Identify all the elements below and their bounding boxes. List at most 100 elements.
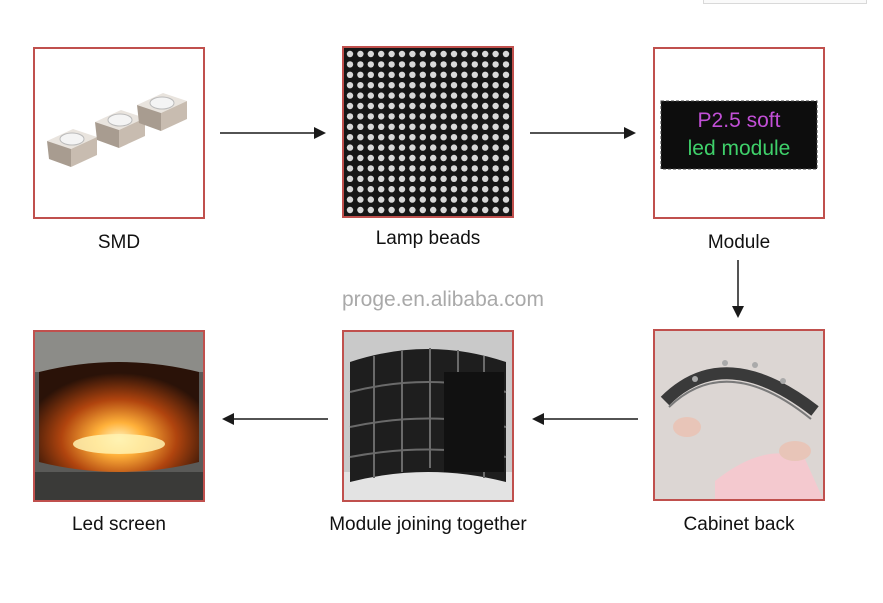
lamp-bead <box>409 123 416 130</box>
lamp-bead <box>419 71 426 78</box>
lamp-bead <box>471 92 478 99</box>
lamp-bead <box>346 154 354 162</box>
lamp-bead <box>398 82 406 89</box>
arrow-right-1 <box>220 127 326 139</box>
lamp-bead <box>398 92 406 99</box>
lamp-bead <box>398 71 406 78</box>
lamp-bead <box>409 61 416 68</box>
lamp-bead <box>492 71 499 78</box>
lamp-bead <box>461 154 468 162</box>
lamp-bead <box>450 61 458 68</box>
lamp-bead <box>430 82 437 89</box>
lamp-bead <box>398 123 406 130</box>
lamp-bead <box>450 186 458 193</box>
lamp-bead <box>419 50 426 58</box>
lamp-bead <box>492 134 499 141</box>
lamp-bead <box>357 196 364 203</box>
lamp-bead <box>430 123 437 130</box>
lamp-bead <box>502 71 510 78</box>
lamp-bead <box>367 175 374 182</box>
lamp-bead <box>492 186 499 193</box>
lamp-bead <box>367 82 374 89</box>
lamp-beads-grid <box>344 48 512 216</box>
lamp-bead <box>378 92 385 99</box>
lamp-bead <box>430 102 437 110</box>
lamp-bead <box>430 71 437 78</box>
lamp-bead <box>492 144 499 151</box>
lamp-bead <box>502 102 510 110</box>
lamp-bead <box>502 61 510 68</box>
lamp-bead <box>440 71 447 78</box>
lamp-bead <box>440 82 447 89</box>
lamp-bead <box>471 206 478 214</box>
lamp-bead <box>492 50 499 58</box>
lamp-bead <box>367 102 374 110</box>
lamp-bead <box>440 206 447 214</box>
lamp-bead <box>482 206 489 214</box>
lamp-bead <box>482 165 489 172</box>
lamp-bead <box>419 154 426 162</box>
lamp-bead <box>367 50 374 58</box>
lamp-bead <box>388 186 395 193</box>
lamp-bead <box>450 102 458 110</box>
lamp-bead <box>450 50 458 58</box>
smd-chip-3 <box>137 93 187 131</box>
label-led-screen: Led screen <box>71 514 166 535</box>
lamp-bead <box>398 196 406 203</box>
lamp-bead <box>357 175 364 182</box>
lamp-bead <box>440 102 447 110</box>
lamp-bead <box>492 82 499 89</box>
lamp-bead <box>440 144 447 151</box>
lamp-bead <box>388 50 395 58</box>
lamp-bead <box>357 102 364 110</box>
lamp-bead <box>367 144 374 151</box>
lamp-bead <box>450 165 458 172</box>
lamp-bead <box>430 175 437 182</box>
lamp-bead <box>346 186 354 193</box>
lamp-bead <box>419 206 426 214</box>
lamp-bead <box>502 206 510 214</box>
lamp-bead <box>461 144 468 151</box>
lamp-bead <box>419 102 426 110</box>
lamp-bead <box>440 50 447 58</box>
lamp-bead <box>502 186 510 193</box>
lamp-bead <box>482 144 489 151</box>
lamp-bead <box>388 71 395 78</box>
lamp-bead <box>471 61 478 68</box>
lamp-bead <box>357 123 364 130</box>
lamp-bead <box>346 82 354 89</box>
lamp-bead <box>450 144 458 151</box>
lamp-bead <box>482 123 489 130</box>
lamp-bead <box>388 144 395 151</box>
lamp-bead <box>492 113 499 120</box>
module-screen-line2: led module <box>688 137 791 160</box>
lamp-bead <box>440 123 447 130</box>
lamp-bead <box>502 196 510 203</box>
lamp-bead <box>346 206 354 214</box>
lamp-bead <box>440 134 447 141</box>
lamp-bead <box>378 123 385 130</box>
lamp-bead <box>346 61 354 68</box>
lamp-bead <box>419 175 426 182</box>
lamp-bead <box>378 61 385 68</box>
lamp-bead <box>367 134 374 141</box>
lamp-bead <box>471 134 478 141</box>
lamp-bead <box>482 50 489 58</box>
lamp-bead <box>378 102 385 110</box>
lamp-bead <box>461 113 468 120</box>
lamp-bead <box>346 134 354 141</box>
lamp-bead <box>357 92 364 99</box>
lamp-bead <box>461 92 468 99</box>
lamp-bead <box>367 196 374 203</box>
lamp-bead <box>430 196 437 203</box>
lamp-bead <box>492 154 499 162</box>
lamp-bead <box>388 113 395 120</box>
lamp-bead <box>430 92 437 99</box>
lamp-bead <box>482 102 489 110</box>
lamp-bead <box>471 113 478 120</box>
lamp-bead <box>450 123 458 130</box>
lamp-bead <box>388 92 395 99</box>
lamp-bead <box>357 134 364 141</box>
lamp-bead <box>346 102 354 110</box>
lamp-bead <box>419 144 426 151</box>
